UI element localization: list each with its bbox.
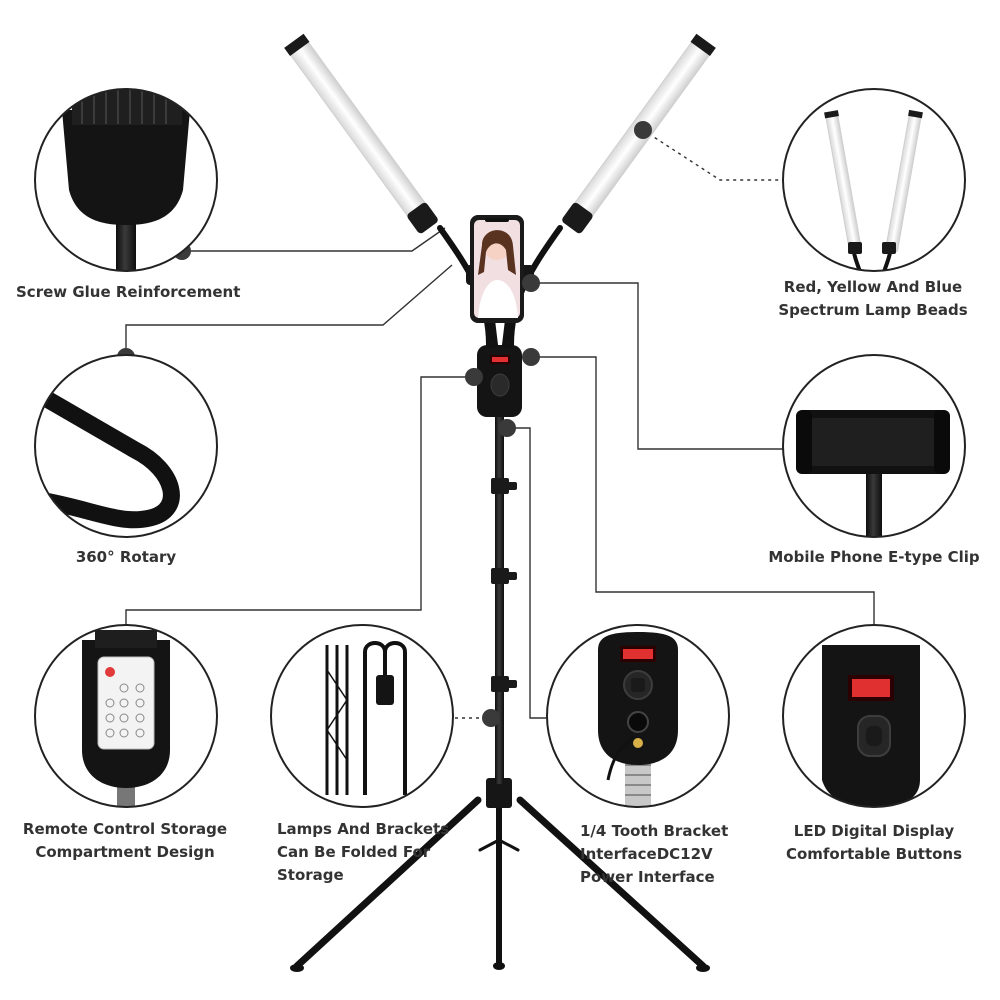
light-stand-product bbox=[117, 33, 716, 972]
connector-tooth-bracket bbox=[507, 427, 548, 719]
remote-control bbox=[97, 656, 155, 750]
detail-circle-phone-clip bbox=[782, 354, 966, 538]
label-rotary: 360° Rotary bbox=[75, 548, 177, 566]
connector-screw-glue bbox=[182, 227, 446, 252]
label-foldable: Lamps And Brackets Can Be Folded For Sto… bbox=[277, 820, 450, 884]
detail-circle-tooth-bracket bbox=[546, 624, 730, 808]
detail-circle-foldable bbox=[270, 624, 454, 808]
detail-circle-lamp-beads bbox=[782, 88, 966, 272]
connector-phone-clip bbox=[531, 282, 783, 450]
label-led-display: LED Digital Display Comfortable Buttons bbox=[785, 822, 963, 863]
panel-display bbox=[852, 679, 890, 697]
connector-lines bbox=[125, 129, 875, 719]
tooth-bracket-display bbox=[623, 649, 653, 659]
label-phone-clip: Mobile Phone E-type Clip bbox=[768, 548, 980, 566]
label-lamp-beads: Red, Yellow And Blue Spectrum Lamp Beads bbox=[778, 278, 968, 319]
detail-circle-remote-storage bbox=[34, 624, 218, 808]
detail-circle-led-display bbox=[782, 624, 966, 808]
connector-rotary bbox=[125, 264, 453, 357]
connector-lamp-beads bbox=[642, 129, 783, 181]
label-tooth-bracket: 1/4 Tooth Bracket InterfaceDC12V Power I… bbox=[580, 822, 729, 886]
tripod-legs bbox=[293, 796, 707, 970]
label-remote-storage: Remote Control Storage Compartment Desig… bbox=[22, 820, 228, 861]
detail-circle-rotary bbox=[34, 354, 218, 538]
connector-remote-storage bbox=[125, 376, 474, 625]
stand-pole bbox=[495, 416, 504, 784]
phone bbox=[470, 215, 524, 323]
detail-circle-screw-glue bbox=[34, 88, 218, 272]
connector-led-display bbox=[531, 356, 875, 625]
label-screw-glue: Screw Glue Reinforcement bbox=[16, 283, 241, 301]
left-lamp-bar bbox=[284, 33, 438, 234]
